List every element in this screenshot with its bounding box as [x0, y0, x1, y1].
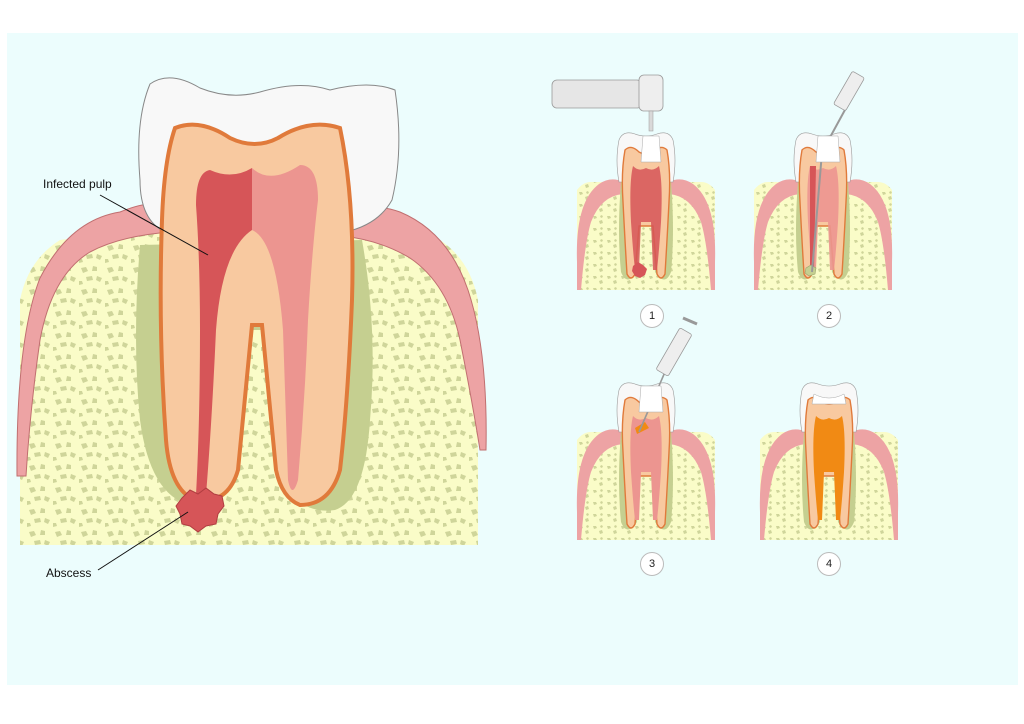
infected-pulp-label: Infected pulp	[43, 177, 112, 191]
step-3-illustration	[576, 316, 716, 541]
step-badge-1: 1	[640, 304, 664, 328]
large-tooth-illustration	[16, 77, 487, 571]
step-2-illustration	[753, 71, 893, 291]
abscess-label: Abscess	[46, 566, 92, 580]
step-4-illustration	[759, 382, 899, 541]
step-badge-3: 3	[640, 552, 664, 576]
step-badge-2: 2	[817, 304, 841, 328]
step-1-illustration	[551, 74, 716, 291]
step-badge-4: 4	[817, 552, 841, 576]
